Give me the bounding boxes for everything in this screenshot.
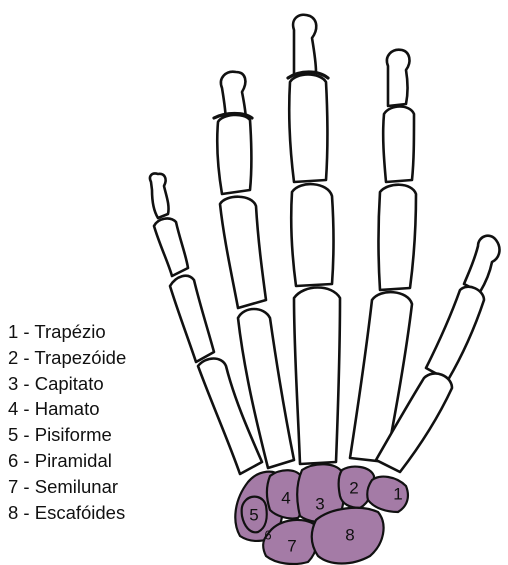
- legend-item-hamato: 4 - Hamato: [8, 396, 126, 422]
- carpal-bones: 1 2 3 4 5 6 7 8: [235, 464, 408, 564]
- middle-proximal-phalanx: [291, 184, 333, 286]
- middle-middle-phalanx: [289, 75, 327, 183]
- carpal-number-trapezoide: 2: [349, 478, 358, 497]
- little-distal-phalanx: [150, 173, 169, 218]
- legend-item-pisiforme: 5 - Pisiforme: [8, 422, 126, 448]
- carpal-number-trapezio: 1: [393, 484, 402, 503]
- middle-finger: [288, 15, 340, 464]
- legend-item-capitato: 3 - Capitato: [8, 371, 126, 397]
- legend-item-piramidal: 6 - Piramidal: [8, 448, 126, 474]
- ring-middle-phalanx: [217, 115, 251, 194]
- carpal-number-capitato: 3: [315, 494, 324, 513]
- middle-distal-phalanx: [293, 15, 316, 74]
- carpal-number-semilunar: 7: [287, 536, 296, 555]
- carpal-number-escafoides: 8: [345, 525, 354, 544]
- little-proximal-phalanx: [170, 276, 214, 362]
- carpal-number-hamato: 4: [281, 488, 290, 507]
- legend-item-semilunar: 7 - Semilunar: [8, 474, 126, 500]
- legend-item-escafoides: 8 - Escafóides: [8, 500, 126, 526]
- index-finger: [350, 50, 416, 462]
- index-middle-phalanx: [383, 107, 414, 183]
- carpal-legend: 1 - Trapézio 2 - Trapezóide 3 - Capitato…: [8, 319, 126, 525]
- carpal-number-piramidal: 6: [264, 527, 271, 542]
- carpal-number-pisiforme: 5: [249, 505, 258, 524]
- index-proximal-phalanx: [379, 185, 417, 290]
- middle-metacarpal: [294, 288, 340, 465]
- legend-item-trapezio: 1 - Trapézio: [8, 319, 126, 345]
- little-middle-phalanx: [154, 219, 188, 276]
- index-distal-phalanx: [387, 50, 410, 106]
- thumb-proximal-phalanx: [426, 287, 484, 380]
- ring-proximal-phalanx: [220, 197, 266, 308]
- thumb-distal-phalanx: [464, 236, 499, 292]
- legend-item-trapezoide: 2 - Trapezóide: [8, 345, 126, 371]
